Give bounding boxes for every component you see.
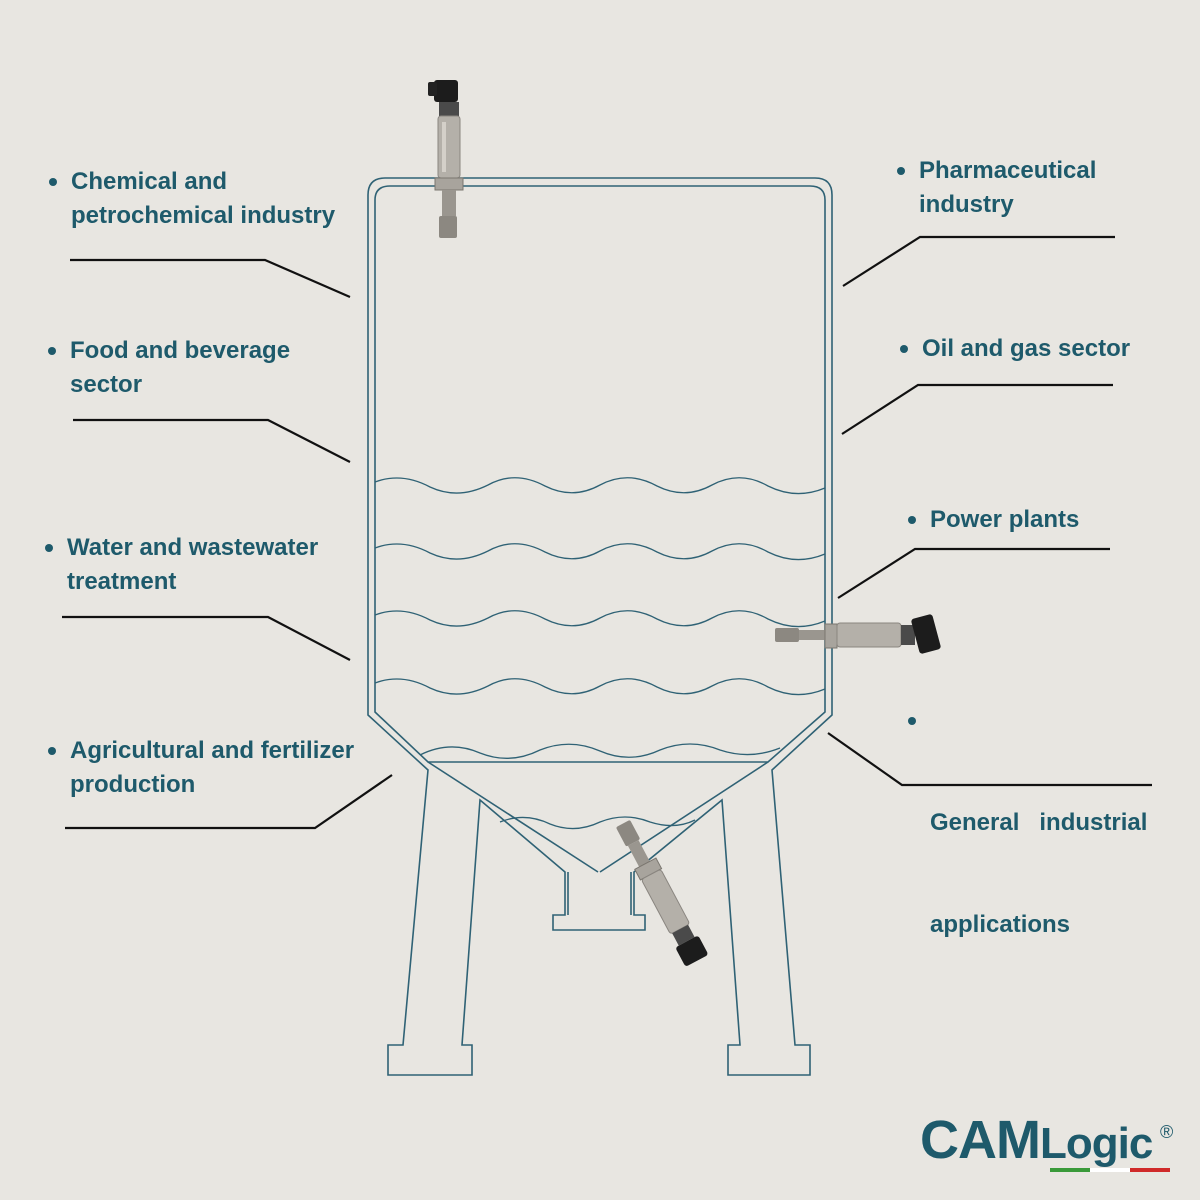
leader-general (827, 732, 1152, 787)
registered-mark: ® (1160, 1122, 1173, 1142)
label-pharma: Pharmaceutical industry (897, 154, 1097, 222)
label-general-line2: applications (930, 911, 1071, 938)
label-power: Power plants (908, 503, 1080, 537)
label-water-line1: Water and wastewater (67, 534, 319, 561)
bullet-icon (48, 747, 56, 755)
leader-pharma (842, 235, 1115, 287)
label-pharma-line1: Pharmaceutical (919, 157, 1097, 184)
wave-4 (374, 678, 826, 696)
label-power-line1: Power plants (930, 506, 1080, 533)
level-sensor-top (428, 80, 464, 238)
label-water-line2: treatment (67, 568, 177, 595)
label-agri: Agricultural and fertilizer production (48, 734, 355, 802)
leader-oil (841, 383, 1113, 435)
label-general-line1: General industrial (930, 809, 1148, 836)
hopper-inner-right (599, 761, 769, 873)
hopper-inner-left (427, 761, 599, 873)
logo-logic: Logic (1039, 1119, 1153, 1168)
label-chemical: Chemical and petrochemical industry (49, 165, 336, 233)
label-chemical-line1: Chemical and (71, 168, 228, 195)
label-oil-line1: Oil and gas sector (922, 335, 1131, 362)
tank (367, 177, 833, 1076)
leader-power (837, 547, 1110, 599)
label-agri-line1: Agricultural and fertilizer (70, 737, 355, 764)
bullet-icon (48, 347, 56, 355)
bullet-icon (897, 167, 905, 175)
leader-water (62, 615, 351, 661)
label-food: Food and beverage sector (48, 334, 291, 402)
bullet-icon (45, 544, 53, 552)
level-sensor-hopper (616, 820, 708, 966)
wave-5 (419, 743, 781, 759)
level-sensor-side (775, 614, 941, 654)
label-agri-line2: production (70, 771, 196, 798)
bullet-icon (908, 717, 916, 725)
label-oil: Oil and gas sector (900, 332, 1131, 366)
leader-agri (65, 774, 393, 830)
logo-flag-stripe (1050, 1168, 1170, 1172)
label-food-line2: sector (70, 371, 143, 398)
leader-food (73, 418, 351, 463)
tank-inner-outline (374, 185, 826, 763)
wave-3 (374, 610, 826, 628)
bullet-icon (908, 516, 916, 524)
bullet-icon (900, 345, 908, 353)
wave-1 (374, 477, 826, 495)
logo-cam: CAM (920, 1110, 1041, 1170)
label-water: Water and wastewater treatment (45, 531, 319, 599)
camlogic-logo: CAMLogic ® (920, 1110, 1173, 1174)
bullet-icon (49, 178, 57, 186)
leader-chemical (70, 258, 351, 299)
label-general: General industrial applications (908, 704, 1148, 976)
leader-lines (62, 235, 1152, 830)
label-chemical-line2: petrochemical industry (71, 202, 336, 229)
tank-outer-outline (367, 177, 833, 1076)
wave-6 (499, 816, 696, 830)
label-pharma-line2: industry (919, 191, 1014, 218)
wave-2 (374, 543, 826, 561)
liquid-waves (374, 477, 826, 830)
label-food-line1: Food and beverage (70, 337, 291, 364)
